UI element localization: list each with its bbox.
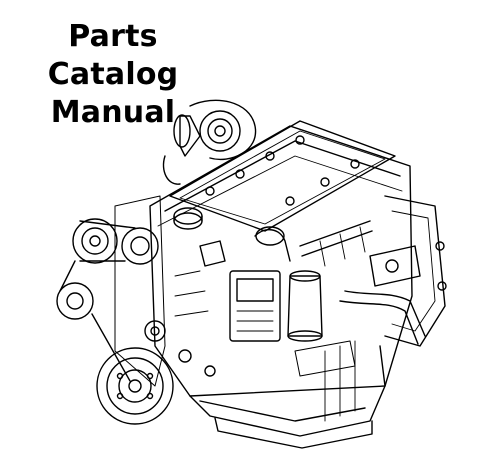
engine-illustration [40,96,460,456]
document-title: Parts Catalog Manual [0,18,226,132]
engine-icon [56,99,447,449]
title-line-1: Parts Catalog [47,19,179,92]
title-line-2: Manual [50,95,176,130]
